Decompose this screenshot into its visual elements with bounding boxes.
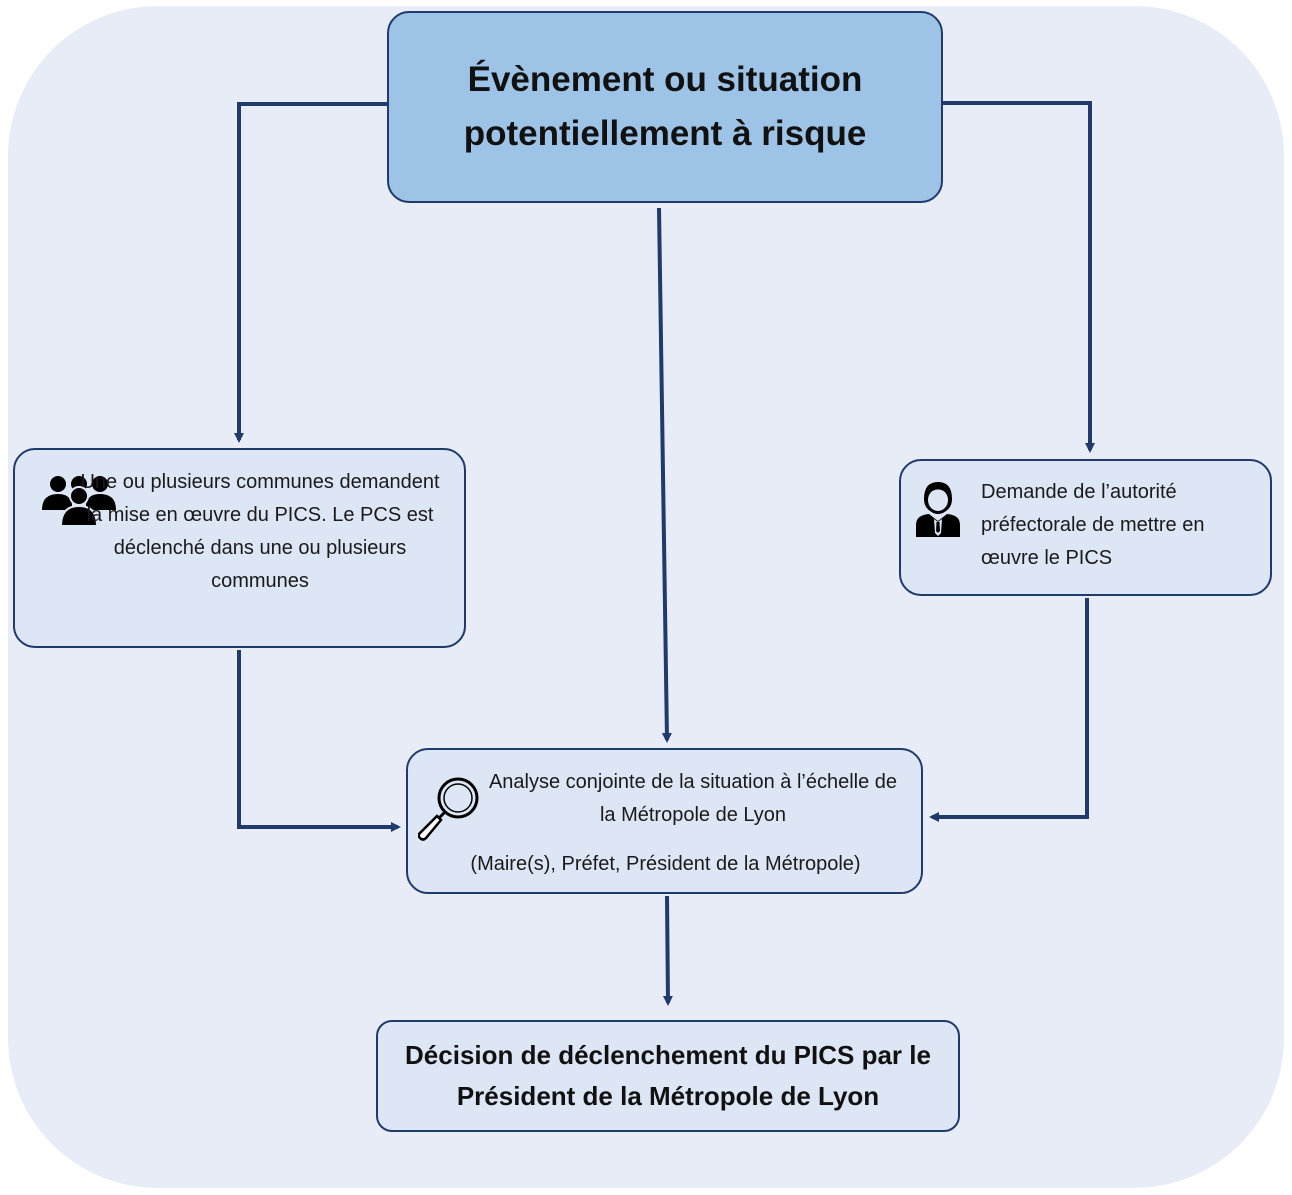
prefecture-box-text: Demande de l’autorité préfectorale de me… — [981, 481, 1205, 569]
arrow-right-to-mid — [929, 598, 1089, 822]
magnifier-icon — [418, 777, 479, 841]
communes-box: Une ou plusieurs communes demandent la m… — [13, 448, 466, 648]
analysis-box: Analyse conjointe de la situation à l’éc… — [406, 748, 923, 894]
decision-box-text: Décision de déclenchement du PICS par le… — [405, 1040, 931, 1111]
group-icon — [42, 476, 116, 526]
event-box: Évènement ou situation potentiellement à… — [387, 11, 943, 203]
communes-box-text: Une ou plusieurs communes demandent la m… — [80, 471, 440, 592]
arrow-top-to-left — [234, 102, 387, 443]
decision-box: Décision de déclenchement du PICS par le… — [376, 1020, 960, 1132]
arrow-mid-to-bottom — [662, 895, 673, 1006]
prefecture-box: Demande de l’autorité préfectorale de me… — [899, 459, 1272, 596]
arrow-top-to-mid — [657, 207, 672, 743]
event-box-text: Évènement ou situation potentiellement à… — [463, 60, 867, 153]
official-person-icon — [916, 482, 960, 537]
arrow-left-to-mid — [237, 650, 401, 832]
arrow-top-to-right — [943, 101, 1095, 453]
analysis-box-participants: (Maire(s), Préfet, Président de la Métro… — [470, 853, 861, 875]
analysis-box-text: Analyse conjointe de la situation à l’éc… — [488, 771, 898, 826]
